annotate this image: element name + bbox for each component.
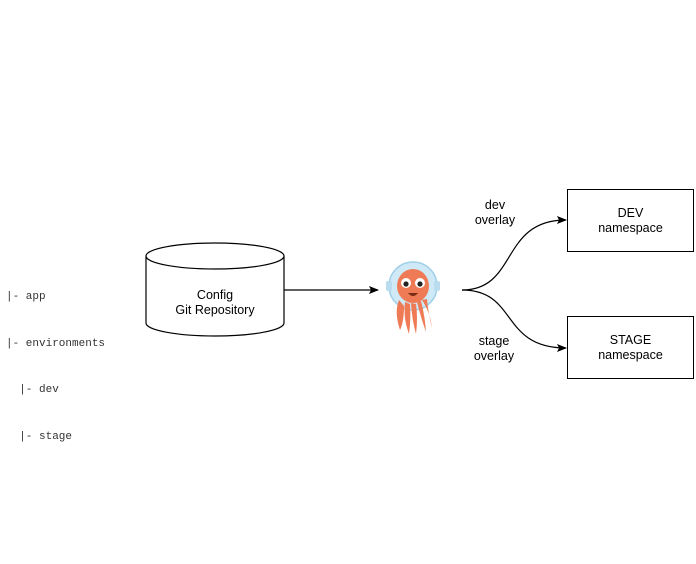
- repository-label: Config Git Repository: [146, 288, 284, 318]
- tree-item-app: |- app: [6, 291, 46, 303]
- stage-branch-arrow: [461, 289, 567, 352]
- tree-item-stage: |- stage: [6, 430, 73, 443]
- stage-overlay-line1: stage: [478, 334, 510, 348]
- stage-namespace-line2: namespace: [598, 347, 663, 362]
- argo-octopus-icon: [386, 261, 440, 334]
- dev-namespace-line2: namespace: [598, 220, 663, 235]
- stage-namespace-box: STAGE namespace: [567, 316, 694, 379]
- stage-namespace-line1: STAGE: [609, 332, 652, 347]
- repository-label-line2: Git Repository: [175, 303, 255, 317]
- tree-item-environments: |- environments: [6, 337, 106, 350]
- tree-item-dev: |- dev: [6, 384, 59, 396]
- dev-namespace-line1: DEV: [617, 205, 644, 220]
- dev-overlay-label: dev overlay: [460, 198, 530, 228]
- repository-label-line1: Config: [196, 288, 234, 302]
- dev-overlay-line1: dev: [484, 198, 506, 212]
- dev-branch-arrow: [461, 216, 567, 291]
- dev-overlay-line2: overlay: [474, 213, 516, 227]
- repository-cylinder: [145, 242, 285, 337]
- dev-namespace-box: DEV namespace: [567, 189, 694, 252]
- stage-overlay-label: stage overlay: [458, 334, 530, 364]
- stage-overlay-line2: overlay: [473, 349, 515, 363]
- directory-tree: |- app |- environments |- dev |- stage: [6, 259, 105, 461]
